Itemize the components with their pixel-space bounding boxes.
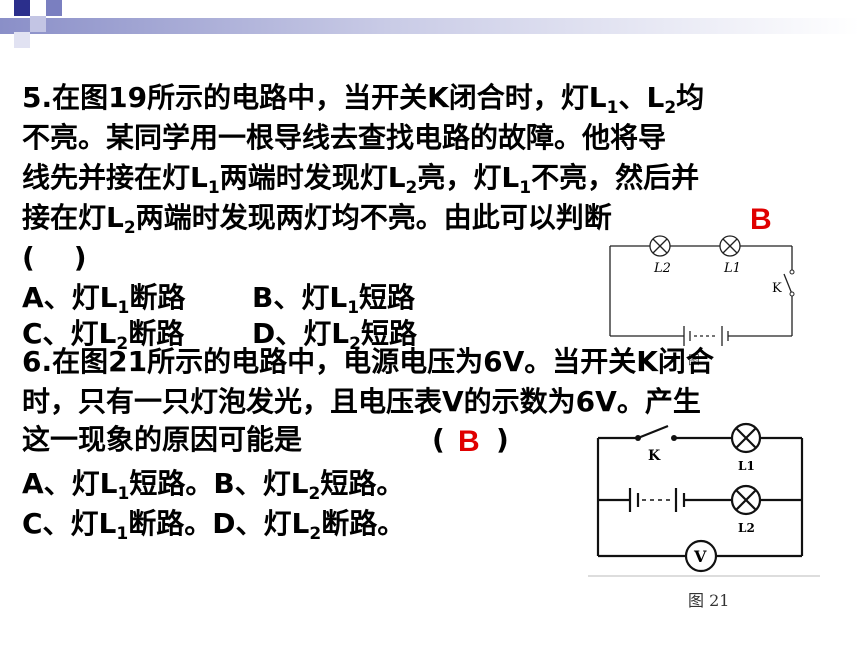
subscript: 1 bbox=[117, 298, 130, 318]
lamp-l2 bbox=[649, 235, 671, 257]
switch-blade bbox=[637, 424, 669, 440]
q5-text: 短路 bbox=[360, 317, 417, 350]
subscript: 1 bbox=[606, 98, 619, 118]
header-square-decoration bbox=[14, 32, 30, 48]
subscript: 2 bbox=[116, 334, 129, 354]
q6-text: 短路。B、灯L bbox=[129, 467, 309, 500]
q6-text: 这一现象的原因可能是 bbox=[22, 423, 303, 456]
label-switch-k: K bbox=[772, 281, 782, 296]
subscript: 1 bbox=[347, 298, 360, 318]
switch-blade bbox=[783, 273, 793, 295]
q5-line-4: 接在灯L2两端时发现两灯均不亮。由此可以判断 bbox=[22, 201, 612, 237]
q5-line-2: 不亮。某同学用一根导线去查找电路的故障。他将导 bbox=[22, 122, 666, 154]
q6-options-ab: A、灯L1短路。B、灯L2短路。 bbox=[22, 467, 405, 503]
label-voltmeter-v: V bbox=[693, 547, 707, 566]
figure-19-circuit: L2 L1 K 图 bbox=[609, 235, 795, 367]
q6-text: 断路。D、灯L bbox=[128, 507, 310, 540]
voltmeter bbox=[684, 539, 718, 573]
figure-21-circuit: K L1 L2 V 图 21 bbox=[588, 422, 820, 610]
q5-text: 线先并接在灯L bbox=[22, 161, 208, 194]
q6-line-2: 时，只有一只灯泡发光，且电压表V的示数为6V。产生 bbox=[22, 386, 701, 418]
q6-line-3: 这一现象的原因可能是 bbox=[22, 424, 302, 456]
lamp-l1 bbox=[730, 422, 762, 454]
q5-text: 两端时发现灯L bbox=[219, 161, 406, 194]
lamp-l1 bbox=[719, 235, 741, 257]
q6-text: 短路。 bbox=[320, 467, 405, 500]
q6-text: 时，只有一只灯泡发光，且电压表V的示数为6V。产生 bbox=[22, 385, 701, 418]
subscript: 2 bbox=[308, 484, 321, 504]
q5-option-b: B、灯L1短路 bbox=[252, 281, 416, 317]
subscript: 2 bbox=[309, 524, 322, 544]
figure-19-caption-fragment: 图 bbox=[688, 353, 700, 367]
q5-option-d: D、灯L2短路 bbox=[252, 317, 417, 353]
q5-text: 均 bbox=[676, 81, 705, 114]
subscript: 2 bbox=[664, 98, 677, 118]
q6-text: 6.在图21所示的电路中，电源电压为6V。当开关K闭合 bbox=[22, 345, 714, 378]
q5-text: 断路 bbox=[128, 317, 185, 350]
subscript: 2 bbox=[349, 334, 361, 354]
label-l1: L1 bbox=[738, 459, 755, 473]
q5-text: D、灯L bbox=[252, 317, 350, 350]
q5-text: 亮，灯L bbox=[417, 161, 520, 194]
q6-bracket-close: ) bbox=[496, 423, 509, 456]
subscript: 1 bbox=[116, 524, 129, 544]
q6-options-cd: C、灯L1断路。D、灯L2断路。 bbox=[22, 507, 406, 543]
subscript: 2 bbox=[405, 178, 418, 198]
q6-text: 断路。 bbox=[321, 507, 406, 540]
q5-text: C、灯L bbox=[22, 317, 117, 350]
label-l2: L2 bbox=[653, 261, 671, 276]
q5-text: B、灯L bbox=[252, 281, 348, 314]
q6-text: C、灯L bbox=[22, 507, 117, 540]
q5-line-1: 5.在图19所示的电路中，当开关K闭合时，灯L1、L2均 bbox=[22, 81, 705, 117]
q5-text: 5.在图19所示的电路中，当开关K闭合时，灯L bbox=[22, 81, 607, 114]
subscript: 1 bbox=[207, 178, 220, 198]
q6-bracket-open: ( bbox=[432, 423, 445, 456]
q5-line-3: 线先并接在灯L1两端时发现灯L2亮，灯L1不亮，然后并 bbox=[22, 161, 700, 197]
subscript: 1 bbox=[519, 178, 532, 198]
header-square-decoration bbox=[14, 0, 30, 16]
q6-text: A、灯L bbox=[22, 467, 118, 500]
lamp-l2 bbox=[730, 484, 762, 516]
q5-text: 不亮，然后并 bbox=[531, 161, 700, 194]
subscript: 1 bbox=[117, 484, 130, 504]
figure-21-caption: 图 21 bbox=[688, 591, 729, 610]
q6-answer: B bbox=[458, 425, 480, 458]
q5-text: 不亮。某同学用一根导线去查找电路的故障。他将导 bbox=[22, 121, 667, 154]
header-gradient-bar bbox=[0, 18, 860, 34]
header-square-decoration bbox=[46, 0, 62, 16]
q5-answer-bracket: ( ) bbox=[22, 241, 87, 274]
q5-text: 两端时发现两灯均不亮。由此可以判断 bbox=[135, 201, 612, 234]
subscript: 2 bbox=[123, 218, 136, 238]
q5-option-c: C、灯L2断路 bbox=[22, 317, 185, 353]
header-square-decoration bbox=[30, 16, 46, 32]
q5-text: 短路 bbox=[359, 281, 416, 314]
label-l1: L1 bbox=[723, 261, 741, 276]
q6-line-1: 6.在图21所示的电路中，电源电压为6V。当开关K闭合 bbox=[22, 346, 714, 378]
q5-text: 、L bbox=[618, 81, 665, 114]
label-l2: L2 bbox=[738, 521, 755, 535]
q5-text: 接在灯L bbox=[22, 201, 124, 234]
q5-option-a: A、灯L1断路 bbox=[22, 281, 186, 317]
q5-text: A、灯L bbox=[22, 281, 118, 314]
label-switch-k: K bbox=[648, 448, 661, 464]
q5-answer: B bbox=[750, 203, 772, 236]
q5-text: 断路 bbox=[129, 281, 186, 314]
